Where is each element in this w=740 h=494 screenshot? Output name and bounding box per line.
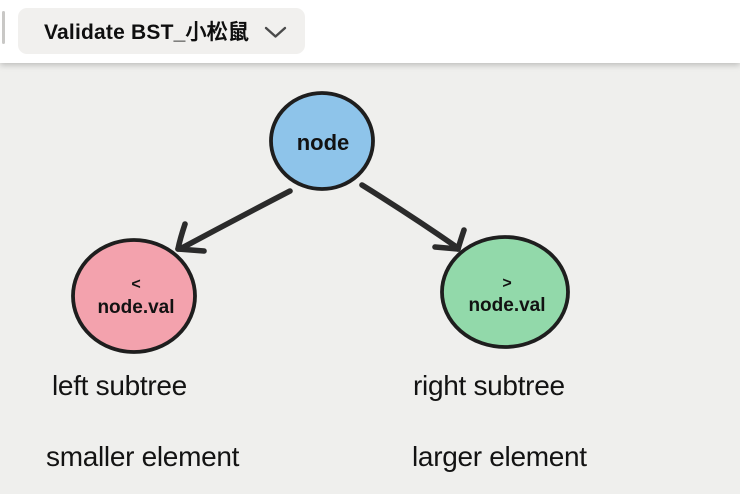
caption-smaller-element[interactable]: smaller element: [46, 441, 240, 472]
right-node-operator: >: [502, 275, 511, 292]
root-node-label: node: [297, 130, 350, 155]
board-title: Validate BST_小松鼠: [44, 21, 250, 44]
root-node-shape[interactable]: node: [269, 91, 375, 191]
left-node-operator: <: [131, 276, 140, 293]
arrow-right-edge[interactable]: [359, 182, 467, 252]
arrow-left-edge[interactable]: [175, 188, 293, 254]
right-node-label: node.val: [468, 295, 545, 316]
header: Validate BST_小松鼠: [0, 0, 740, 63]
left-node-shape[interactable]: < node.val: [71, 238, 197, 354]
right-node-circle[interactable]: [440, 235, 570, 349]
caption-right-subtree[interactable]: right subtree: [413, 370, 565, 401]
board-title-tab[interactable]: Validate BST_小松鼠: [18, 8, 306, 54]
caption-left-subtree[interactable]: left subtree: [52, 370, 187, 401]
bst-diagram: node < node.val > node.val left subtree …: [46, 91, 588, 472]
whiteboard-canvas[interactable]: node < node.val > node.val left subtree …: [0, 63, 740, 494]
left-node-circle[interactable]: [71, 238, 197, 354]
caption-larger-element[interactable]: larger element: [412, 441, 588, 472]
root-node-circle[interactable]: [269, 91, 375, 191]
right-node-shape[interactable]: > node.val: [440, 235, 570, 349]
left-node-label: node.val: [97, 297, 174, 318]
chevron-down-icon[interactable]: [264, 26, 287, 39]
left-divider: [2, 11, 5, 44]
